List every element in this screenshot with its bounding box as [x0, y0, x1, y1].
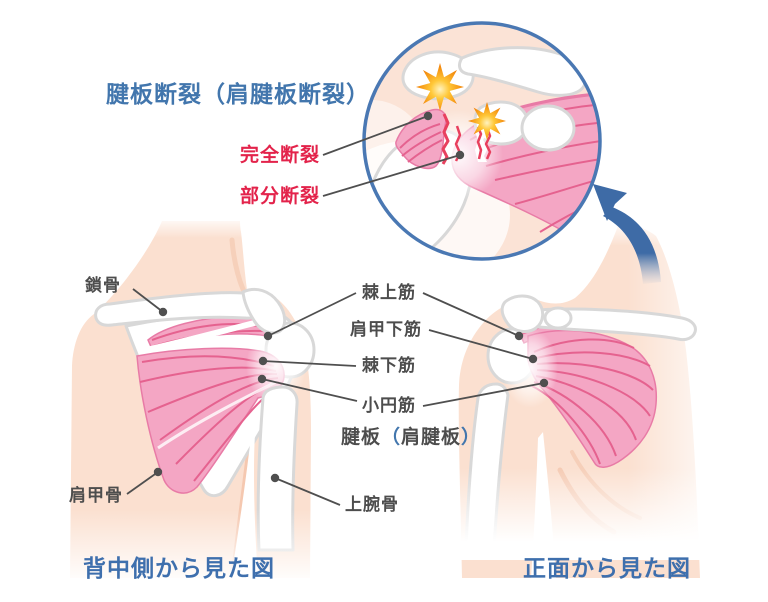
- teres-minor-label: 小円筋: [362, 396, 416, 415]
- front-view-caption: 正面から見た図: [523, 555, 691, 581]
- scapula-label: 肩甲骨: [69, 486, 123, 505]
- front-tendon-highlight: [502, 328, 558, 408]
- inset-circle-border: [362, 21, 602, 261]
- rotator-cuff-base: 腱板: [341, 427, 382, 448]
- curved-arrow-icon: [593, 184, 661, 284]
- clavicle-label: 鎖骨: [85, 276, 121, 295]
- partial-tear-label: 部分断裂: [240, 186, 321, 207]
- front-acromion-bone: [500, 294, 545, 333]
- leader-partial-tear: [322, 154, 461, 197]
- leader-subscapularis: [428, 329, 534, 360]
- back-bottom-fade: [55, 510, 330, 602]
- rotator-cuff-inner: 肩腱板: [401, 427, 462, 448]
- back-humerus-bone: [256, 385, 299, 552]
- rotator-cuff-label: 腱板（肩腱板）: [341, 427, 482, 449]
- leader-complete-tear: [322, 115, 429, 156]
- leader-scapula: [126, 471, 159, 495]
- infraspinatus-label: 棘下筋: [362, 356, 416, 375]
- leader-clavicle: [132, 288, 164, 313]
- back-neck-fade: [145, 216, 250, 238]
- front-view-figure: [450, 218, 768, 579]
- page-title: 腱板断裂（肩腱板断裂）: [106, 81, 370, 107]
- leader-supraspinatus-right: [422, 292, 520, 337]
- complete-tear-label: 完全断裂: [240, 145, 321, 166]
- back-view-figure: [55, 216, 330, 602]
- burst-icon-complete-tear: [416, 63, 464, 111]
- leader-lines: [126, 111, 549, 506]
- arrow-shaft: [603, 207, 661, 284]
- front-bottom-fade: [450, 468, 768, 560]
- inset-clavicle-bone: [458, 46, 588, 97]
- leader-supraspinatus-left: [267, 292, 357, 337]
- leader-humerus: [274, 477, 341, 506]
- subscapularis-label: 肩甲下筋: [350, 320, 422, 339]
- leader-teres-minor-left: [261, 378, 358, 402]
- rotator-cuff-paren-close: ）: [461, 427, 482, 448]
- inset-bone-blob: [520, 104, 576, 152]
- leader-infraspinatus: [262, 360, 357, 367]
- front-coracoid-bone: [543, 306, 573, 330]
- burst-icon-partial-tear: [468, 102, 506, 140]
- supraspinatus-label: 棘上筋: [362, 283, 416, 302]
- leader-teres-minor-right: [422, 382, 545, 407]
- humerus-label: 上腕骨: [345, 495, 399, 514]
- rotator-cuff-paren-open: （: [381, 427, 402, 448]
- back-view-caption: 背中側から見た図: [83, 555, 275, 581]
- arrow-head: [593, 184, 627, 221]
- complete-tear-edge: [441, 113, 450, 165]
